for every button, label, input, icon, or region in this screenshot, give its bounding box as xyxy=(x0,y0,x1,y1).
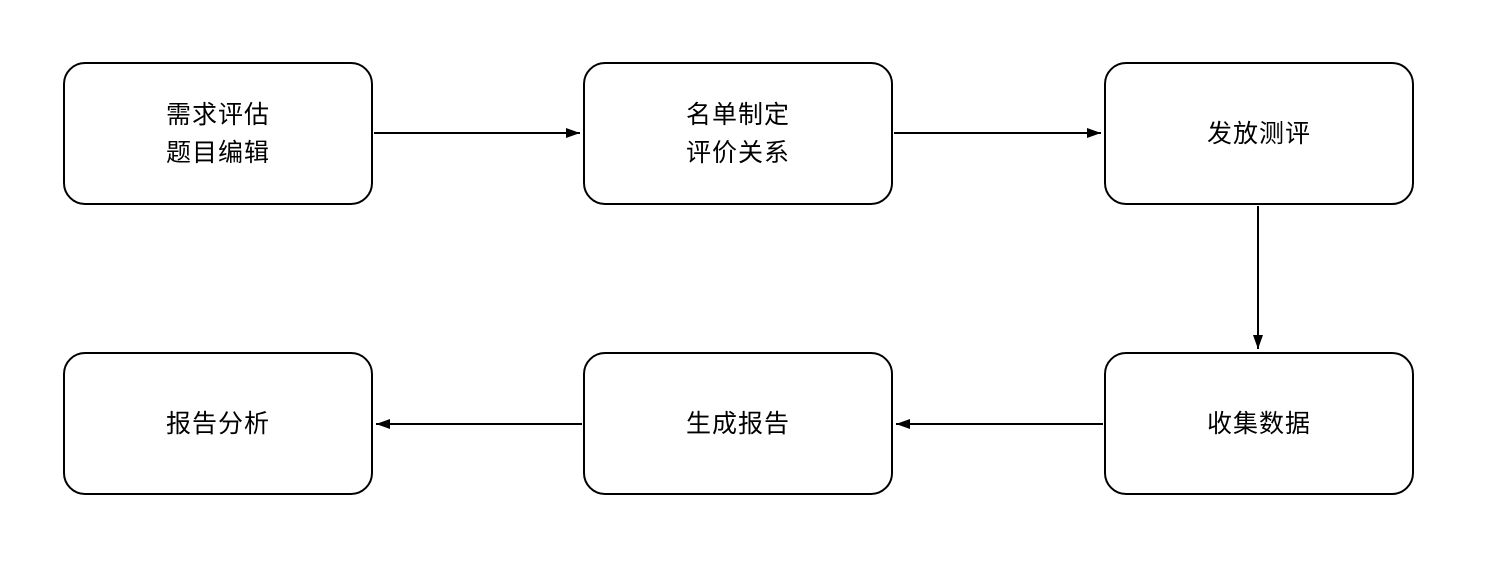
node-collect-data-label: 收集数据 xyxy=(1206,409,1311,438)
node-list-creation: 名单制定 评价关系 xyxy=(583,62,893,205)
node-collect-data: 收集数据 xyxy=(1104,352,1414,495)
node-needs-assessment: 需求评估 题目编辑 xyxy=(63,62,373,205)
node-report-analysis: 报告分析 xyxy=(63,352,373,495)
node-distribute-assessment-label: 发放测评 xyxy=(1206,119,1311,148)
node-distribute-assessment: 发放测评 xyxy=(1104,62,1414,205)
node-generate-report-label: 生成报告 xyxy=(685,409,790,438)
node-report-analysis-label: 报告分析 xyxy=(165,409,270,438)
node-generate-report: 生成报告 xyxy=(583,352,893,495)
node-needs-assessment-label: 需求评估 题目编辑 xyxy=(165,100,270,167)
node-list-creation-label: 名单制定 评价关系 xyxy=(685,100,790,167)
